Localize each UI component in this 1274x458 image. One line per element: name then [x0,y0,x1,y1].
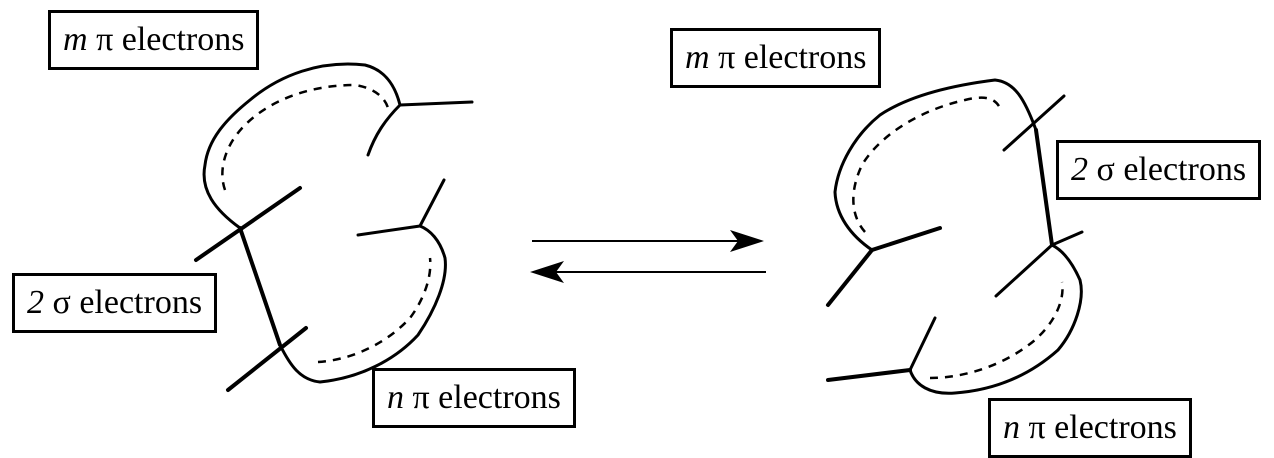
right-left-sub-2 [826,248,874,307]
right-y-left [826,368,912,382]
reverse-arrow-head [530,261,564,283]
left-n-pi-label: n π electrons [372,368,576,428]
right-sigma-var: 2 [1071,151,1088,188]
right-top-sub [1002,94,1066,152]
left-upper-sub [194,186,302,262]
left-n-text: electrons [438,379,561,416]
left-y-left [356,224,422,237]
left-sigma-label: 2 σ electrons [12,273,218,333]
left-molecule [194,62,474,392]
right-m-text: electrons [743,39,867,76]
equilibrium-arrows [530,230,766,283]
left-n-var: n [387,379,404,416]
left-sigma-bond [238,226,282,347]
right-left-sub-1 [870,226,942,252]
right-upper-ring [833,78,1038,252]
left-m-pi-symbol: π [96,21,114,58]
left-top-bond [398,100,474,107]
right-m-var: m [685,39,710,76]
right-lower-ring [908,243,1083,395]
left-y-up [418,178,446,228]
right-sigma-text: electrons [1123,151,1247,188]
left-lower-sub [226,326,308,392]
left-m-pi-label: m π electrons [48,10,260,70]
left-sigma-var: 2 [27,284,44,321]
right-n-text: electrons [1054,409,1177,446]
left-lower-ring [278,224,447,384]
right-lower-sub-a [994,243,1054,298]
right-sigma-bond [1034,128,1054,247]
left-sigma-text: electrons [79,284,203,321]
left-upper-dashed [221,83,390,191]
right-n-pi-symbol: π [1028,409,1046,446]
left-n-pi-symbol: π [412,379,430,416]
forward-arrow-head [730,230,764,252]
right-lower-sub-b [1050,230,1084,247]
right-sigma-label: 2 σ electrons [1056,140,1262,200]
left-sigma-symbol: σ [52,284,71,321]
right-upper-dashed [852,96,1002,233]
left-m-var: m [63,21,88,58]
right-n-var: n [1003,409,1020,446]
left-upper-ring [202,62,402,230]
right-m-pi-label: m π electrons [670,28,882,88]
left-m-text: electrons [121,21,245,58]
left-lower-dashed [317,257,432,364]
right-n-pi-label: n π electrons [988,398,1192,458]
right-m-pi-symbol: π [718,39,736,76]
right-molecule [826,78,1084,395]
right-sigma-symbol: σ [1096,151,1115,188]
right-y-up [908,316,937,372]
